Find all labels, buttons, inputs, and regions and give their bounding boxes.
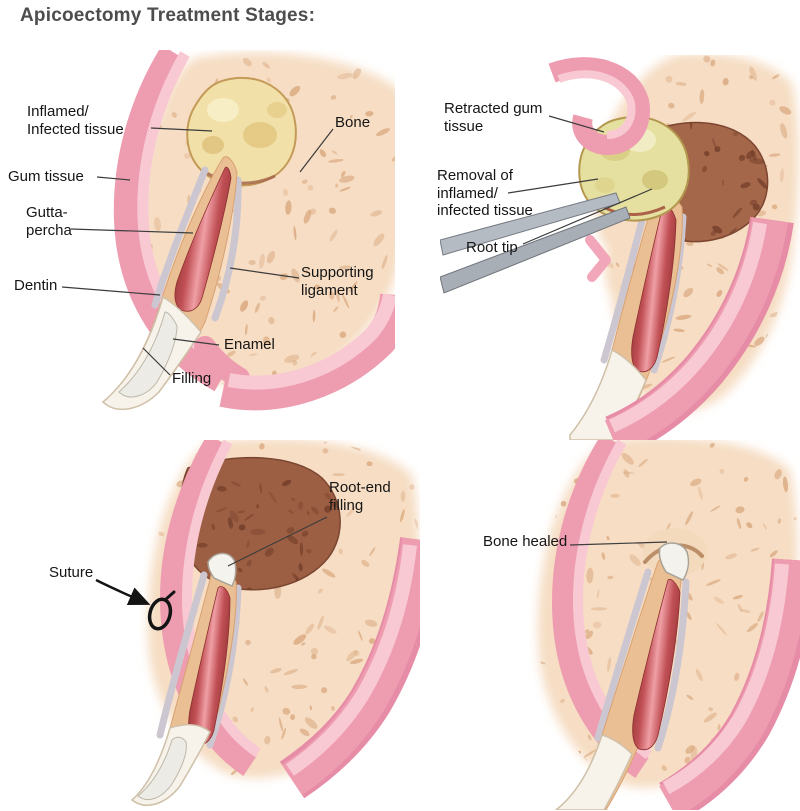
gutta-percha [188,586,231,746]
gum-band-right-inner [609,221,767,433]
gutta-percha [632,579,681,751]
supporting-ligament-right [211,176,242,322]
label-gutta-percha: Gutta-percha [26,204,72,239]
supporting-ligament-left [594,568,652,742]
supporting-ligament-left [156,571,208,739]
gum-tissue-outer [113,50,228,392]
gum-band-right [281,537,420,795]
label-root-tip: Root tip [466,239,518,256]
supporting-ligament-right [654,578,690,752]
label-enamel: Enamel [224,336,275,353]
label-gum-tissue: Gum tissue [8,168,84,185]
infected-tissue-mottling [202,98,287,185]
stage-3-illustration [130,440,420,806]
gum-band-right-inner [662,563,789,795]
gum-tissue-outer [159,440,257,776]
label-bone-healed: Bone healed [483,533,568,550]
enamel [554,734,633,810]
label-inflamed-infected-tissue: Inflamed/Infected tissue [27,103,124,138]
root-end-filling [658,542,690,581]
gutta-percha [174,166,232,312]
crown-filling [137,736,187,800]
gum-band-right [658,558,800,810]
gum-tissue-inner [181,440,261,758]
gutta-percha [631,206,677,373]
label-bone: Bone [335,114,371,131]
gum-band-right-inner [286,544,417,776]
stage-2-illustration [440,55,799,440]
supporting-ligament-right [206,584,242,749]
filling [118,311,178,398]
gum-band-lower-inner [227,293,395,390]
gum-band-right [604,217,788,440]
retracted-gum-flap [548,57,650,156]
stage-4-illustration [537,440,800,810]
label-dentin: Dentin [14,277,58,294]
label-suture: Suture [49,564,94,581]
label-filling: Filling [172,370,212,387]
suture-loop [147,590,176,631]
gum-band-lower [219,293,395,411]
retracted-gum-flap-inner [557,70,636,139]
page-title: Apicoectomy Treatment Stages: [20,5,316,26]
gum-retraction-arrow [585,235,611,282]
